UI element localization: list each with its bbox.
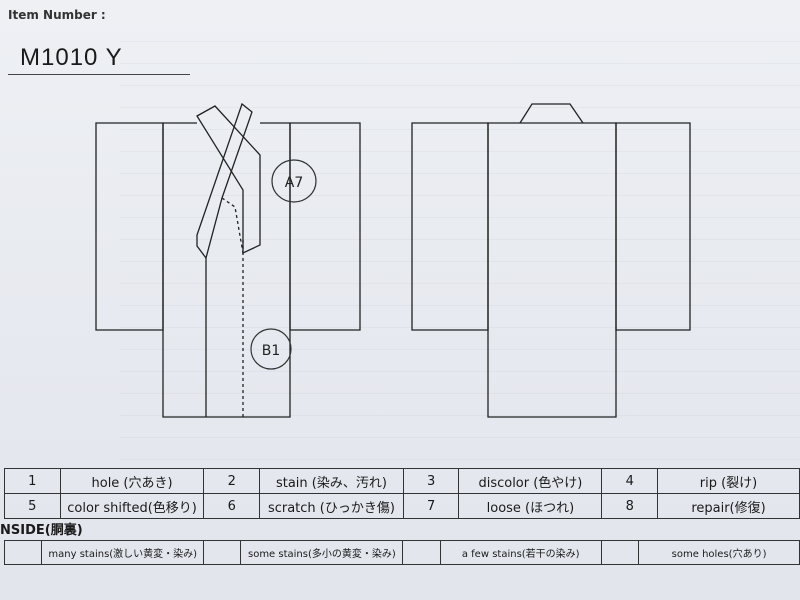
grade-description: a few stains(若干の染み): [439, 540, 602, 565]
legend-label: stain (染み、汚れ): [259, 468, 404, 494]
defect-annotation-a7: A7: [271, 159, 317, 203]
front-collar-dashed: [221, 197, 244, 254]
grade-checkbox-cell: [600, 540, 640, 565]
front-collar-right: [196, 105, 261, 255]
legend-label: repair(修復): [657, 493, 800, 519]
defect-legend-table: 1 hole (穴あき) 2 stain (染み、汚れ) 3 discolor …: [4, 468, 800, 519]
front-right-sleeve: [289, 122, 361, 331]
kimono-front-diagram: [95, 102, 361, 418]
item-number-value: M1010 Y: [20, 44, 123, 71]
annotation-label: A7: [285, 175, 303, 191]
back-collar: [519, 103, 584, 124]
inside-lining-title: NSIDE(胴裏): [0, 523, 83, 538]
annotation-circle: [250, 328, 292, 370]
legend-label: loose (ほつれ): [458, 493, 603, 519]
legend-number: 1: [4, 468, 61, 494]
legend-number: 7: [402, 493, 460, 519]
legend-number: 8: [601, 493, 659, 519]
grade-checkbox-cell: [3, 540, 43, 565]
legend-label: scratch (ひっかき傷): [259, 493, 404, 519]
legend-label: color shifted(色移り): [59, 493, 205, 519]
legend-row: 1 hole (穴あき) 2 stain (染み、汚れ) 3 discolor …: [4, 468, 800, 494]
legend-number: 3: [402, 468, 460, 494]
legend-row: 5 color shifted(色移り) 6 scratch (ひっかき傷) 7…: [4, 493, 800, 519]
legend-number: 4: [601, 468, 659, 494]
back-body: [487, 122, 617, 418]
legend-number: 5: [4, 493, 61, 519]
annotation-circle: [271, 159, 317, 203]
inside-lining-row: many stains(激しい黄変・染み) some stains(多小の黄変・…: [3, 540, 800, 565]
front-left-sleeve: [95, 122, 164, 331]
back-left-sleeve: [411, 122, 489, 331]
defect-annotation-b1: B1: [250, 328, 292, 370]
item-number-underline: [8, 74, 190, 75]
grade-description: many stains(激しい黄変・染み): [41, 540, 205, 565]
inside-lining-table: many stains(激しい黄変・染み) some stains(多小の黄変・…: [3, 540, 800, 565]
grade-description: some stains(多小の黄変・染み): [240, 540, 404, 565]
kimono-back-diagram: [411, 103, 691, 418]
legend-label: rip (裂け): [657, 468, 800, 494]
legend-number: 2: [203, 468, 261, 494]
legend-label: discolor (色やけ): [458, 468, 603, 494]
item-number-label: Item Number :: [8, 8, 106, 22]
back-right-sleeve: [615, 122, 691, 331]
grade-checkbox-cell: [203, 540, 242, 565]
grade-checkbox-cell: [402, 540, 441, 565]
grade-description: some holes(穴あり): [638, 540, 800, 565]
front-collar-left: [196, 102, 253, 260]
annotation-label: B1: [262, 343, 281, 359]
front-body-outline: [162, 122, 291, 418]
legend-label: hole (穴あき): [59, 468, 205, 494]
legend-number: 6: [203, 493, 261, 519]
